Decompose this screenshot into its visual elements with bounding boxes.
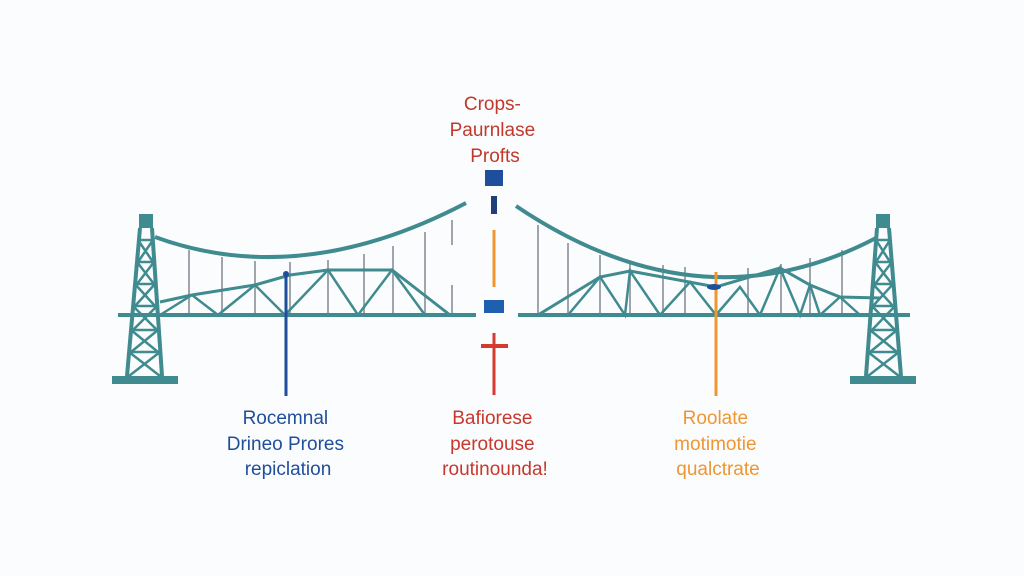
blue-pointer-dot bbox=[283, 271, 289, 277]
right-tower bbox=[850, 214, 916, 384]
blue-square-marker bbox=[485, 170, 503, 186]
red-label-line-1: Bafiorese bbox=[452, 408, 532, 429]
left-tower bbox=[112, 214, 178, 384]
center-title: Crops- Paurnlase Profts bbox=[450, 94, 541, 167]
orange-label-line-2: motimotie bbox=[674, 434, 756, 455]
center-markers bbox=[481, 170, 508, 395]
blue-label-line-2: Drineo Prores bbox=[227, 434, 344, 455]
blue-label-line-1: Rocemnal bbox=[243, 408, 329, 429]
red-label: Bafiorese perotouse routinounda! bbox=[442, 408, 548, 480]
orange-label-line-1: Roolate bbox=[683, 408, 749, 429]
red-label-line-2: perotouse bbox=[450, 434, 535, 455]
right-span bbox=[514, 204, 910, 319]
blue-label-line-3: repiclation bbox=[245, 459, 332, 480]
left-span bbox=[118, 201, 476, 318]
blue-label: Rocemnal Drineo Prores repiclation bbox=[227, 408, 350, 480]
orange-label-line-3: qualctrate bbox=[676, 459, 759, 480]
blue-small-marker bbox=[491, 196, 497, 214]
title-line-3: Profts bbox=[470, 146, 520, 167]
orange-label: Roolate motimotie qualctrate bbox=[674, 408, 762, 480]
red-label-line-3: routinounda! bbox=[442, 459, 548, 480]
blue-rect-marker bbox=[484, 300, 504, 313]
orange-pointer-knot bbox=[707, 284, 721, 290]
title-line-1: Crops- bbox=[464, 94, 521, 115]
title-line-2: Paurnlase bbox=[450, 120, 536, 141]
